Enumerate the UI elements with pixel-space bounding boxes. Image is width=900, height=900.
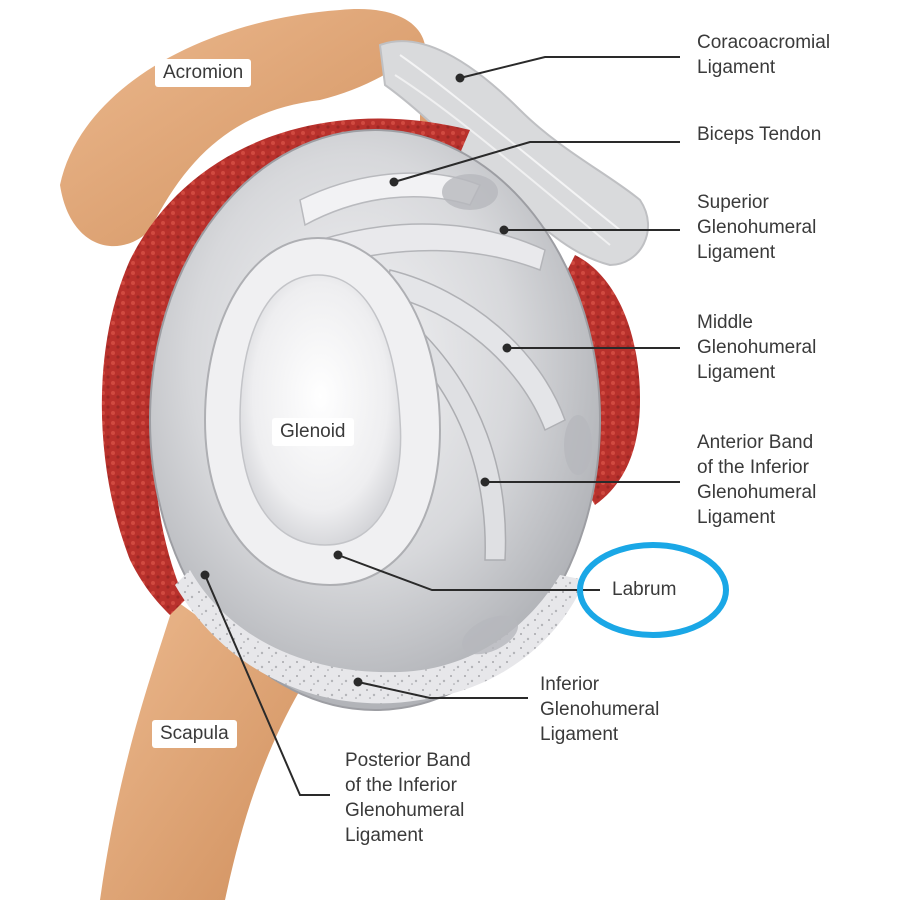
leader-labrum — [337, 554, 600, 591]
leader-biceps — [393, 141, 680, 183]
acromion-bone — [60, 9, 425, 247]
glenoid-surface — [239, 274, 402, 546]
superior-ligament-shape — [319, 223, 546, 272]
label-acromion: Acromion — [155, 59, 252, 87]
leader-posterior — [204, 574, 330, 796]
labrum-highlight-circle — [577, 542, 729, 638]
label-posterior-band: Posterior Band of the Inferior Glenohume… — [345, 750, 471, 846]
leader-coracoacromial — [459, 56, 680, 79]
label-biceps-tendon: Biceps Tendon — [697, 124, 822, 145]
label-anterior-band: Anterior Band of the Inferior Glenohumer… — [697, 432, 817, 528]
label-coracoacromial-ligament: Coracoacromial Ligament — [697, 32, 831, 78]
label-glenoid: Glenoid — [272, 418, 354, 446]
leader-inferior — [357, 681, 528, 699]
label-middle-glenohumeral-ligament: Middle Glenohumeral Ligament — [697, 312, 817, 383]
capsule-rim — [175, 570, 585, 704]
label-superior-glenohumeral-ligament: Superior Glenohumeral Ligament — [697, 192, 817, 263]
label-scapula: Scapula — [152, 720, 237, 748]
label-inferior-glenohumeral-ligament: Inferior Glenohumeral Ligament — [540, 674, 660, 745]
label-labrum: Labrum — [612, 579, 677, 600]
leader-lines — [204, 56, 680, 796]
scapula-bone — [100, 600, 300, 900]
rotator-cuff-muscle — [101, 118, 471, 616]
middle-ligament-shape — [384, 269, 566, 432]
